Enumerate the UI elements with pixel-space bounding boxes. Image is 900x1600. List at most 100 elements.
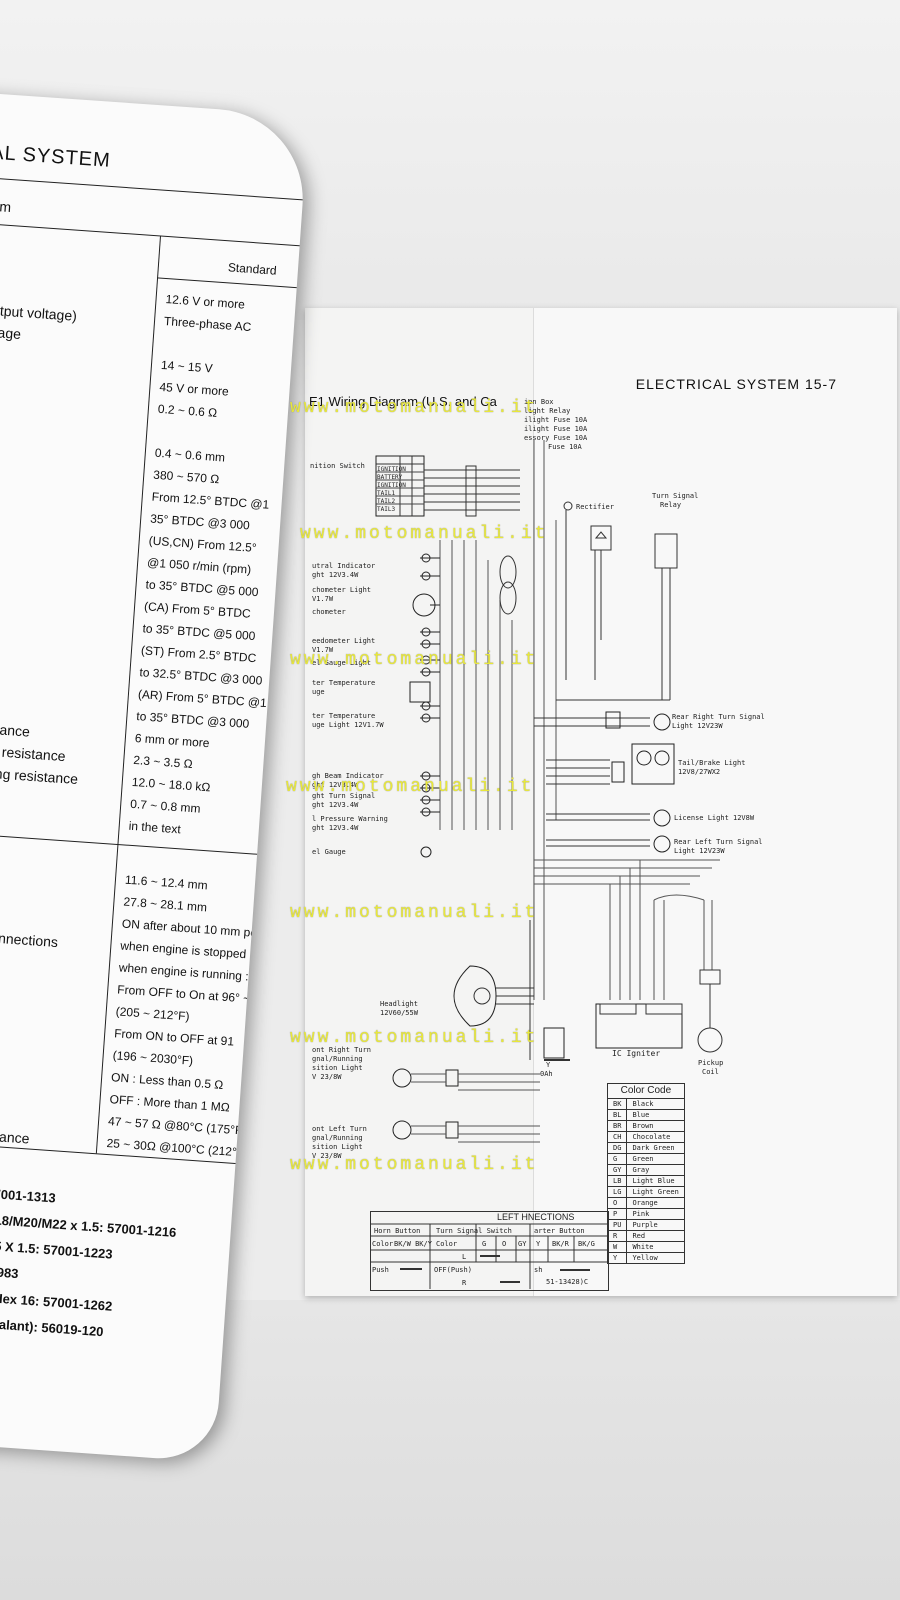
turn-signal-switch-header: Turn Signal Switch xyxy=(436,1227,512,1235)
turn-r-label: R xyxy=(462,1279,467,1287)
spec-value: 12.6 V or more xyxy=(165,292,246,312)
front-right-turn-label-2: gnal/Running xyxy=(312,1055,363,1063)
neutral-indicator-label-1: utral Indicator xyxy=(312,562,376,570)
spec-value: From 12.5° BTDC @1 xyxy=(151,489,270,512)
oil-pressure-label-1: l Pressure Warning xyxy=(312,815,388,823)
license-light-label: License Light 12V8W xyxy=(674,814,755,822)
speedometer-light-label-2: V1.7W xyxy=(312,646,334,654)
switch-row-1: IGNITION xyxy=(377,466,406,473)
spec-value: (AR) From 5° BTDC @1 xyxy=(137,687,268,711)
spec-value: 35° BTDC @3 000 xyxy=(149,511,251,533)
front-left-turn-label-1: ont Left Turn xyxy=(312,1125,367,1133)
turn-color-o: O xyxy=(502,1240,507,1248)
spec-value: OFF : More than 1 MΩ xyxy=(109,1092,231,1115)
header-rule xyxy=(157,277,307,289)
page-header: ELECTRICAL SYSTEM 15-7 xyxy=(635,376,837,392)
spec-value: 11.6 ~ 12.4 mm xyxy=(124,872,209,893)
left-page-title: AL SYSTEM xyxy=(0,141,112,172)
high-beam-label-2: ght 12V3.4W xyxy=(312,781,359,789)
spec-value: (CA) From 5° BTDC xyxy=(143,599,252,621)
push-label: Push xyxy=(372,1266,389,1274)
diagram-fold-strip xyxy=(305,308,534,1296)
watermark: www.motomanuali.it xyxy=(286,777,535,797)
diagram-title: E1 Wiring Diagram (U.S. and Ca xyxy=(309,394,497,409)
tail-brake-label-1: Tail/Brake Light xyxy=(678,759,746,767)
spec-value: to 32.5° BTDC @3 000 xyxy=(139,665,263,688)
starter-color-y: Y xyxy=(536,1240,541,1248)
ignition-switch-label: nition Switch xyxy=(310,462,365,470)
tachometer-light-label-1: chometer Light xyxy=(312,586,372,594)
fuse-label-4: ilight Fuse 10A xyxy=(524,425,588,433)
watermark: www.motomanuali.it xyxy=(290,903,539,923)
turn-color-g: G xyxy=(482,1240,487,1248)
tool-5: lug Wrench, Hex 16: 57001-1262 xyxy=(0,1285,113,1314)
turn-off-push-label: OFF(Push) xyxy=(434,1266,472,1274)
fuel-gauge-light-label: el Gauge Light xyxy=(312,659,372,667)
spec-value: @1 050 r/min (rpm) xyxy=(146,555,252,577)
spec-value: (205 ~ 212°F) xyxy=(115,1004,190,1024)
rectifier-label: Rectifier xyxy=(576,503,614,511)
fuse-label-6: Fuse 10A xyxy=(548,443,582,451)
fuse-label-1: ion Box xyxy=(524,398,554,406)
high-beam-label-1: gh Beam Indicator xyxy=(312,772,384,780)
spec-value: 12.0 ~ 18.0 kΩ xyxy=(131,774,211,795)
spec-value: 380 ~ 570 Ω xyxy=(152,467,220,487)
tool-6: d (Silicone Sealant): 56019-120 xyxy=(0,1311,104,1340)
headlight-label-1: Headlight xyxy=(380,1000,418,1008)
watermark: www.motomanuali.it xyxy=(290,650,539,670)
spec-label: y winding resistance xyxy=(0,762,79,788)
tool-1: el Holder: 57001-1313 xyxy=(0,1181,57,1206)
spec-value: ON : Less than 0.5 Ω xyxy=(110,1070,224,1092)
ic-igniter-label: IC Igniter xyxy=(612,1049,661,1058)
front-right-turn-label-4: V 23/8W xyxy=(312,1073,342,1081)
spec-value: 0.7 ~ 0.8 mm xyxy=(129,796,202,816)
title-rule xyxy=(0,177,309,202)
turn-color-gy: GY xyxy=(518,1240,527,1248)
spec-value: (US,CN) From 12.5° xyxy=(148,533,258,555)
spec-value: 47 ~ 57 Ω @80°C (175°F) xyxy=(107,1114,247,1138)
watermark: www.motomanuali.it xyxy=(290,1155,539,1175)
spec-label: ensor resistance xyxy=(0,1123,30,1147)
section-label: em xyxy=(0,197,12,216)
spec-value: 0.2 ~ 0.6 Ω xyxy=(157,401,218,420)
spec-value: 27.8 ~ 28.1 mm xyxy=(122,894,208,915)
spec-value: 14 ~ 15 V xyxy=(160,357,214,376)
spec-value: 0.4 ~ 0.6 mm xyxy=(154,445,226,465)
switch-row-5: TAIL2 xyxy=(377,498,396,505)
horn-button-header: Horn Button xyxy=(374,1227,421,1235)
spec-value: From ON to OFF at 91 xyxy=(113,1026,235,1049)
water-temp-light-label-2: uge Light 12V1.7W xyxy=(312,721,384,729)
starter-push-label: sh xyxy=(534,1266,543,1274)
spec-value: Three-phase AC xyxy=(163,314,252,335)
spec-label: indings resistance xyxy=(0,740,67,765)
fuse-main-label-2: 0Ah xyxy=(540,1070,553,1078)
horn-colors: BK/W BK/Y xyxy=(394,1240,432,1248)
spec-value: (ST) From 2.5° BTDC xyxy=(140,643,257,666)
rear-right-turn-label-1: Rear Right Turn Signal xyxy=(672,713,765,721)
color-row-label: Color xyxy=(372,1240,394,1248)
starter-color-bkr: BK/R xyxy=(552,1240,569,1248)
spec-value: 6 mm or more xyxy=(134,730,210,751)
switch-row-6: TAIL3 xyxy=(377,506,396,513)
spec-value: 2.3 ~ 3.5 Ω xyxy=(132,752,194,772)
water-temp-label-2: uge xyxy=(312,688,325,696)
spec-value: 45 V or more xyxy=(158,379,230,399)
section-rule xyxy=(0,831,268,856)
switch-row-2: BATTERY xyxy=(377,474,403,481)
front-left-turn-label-2: gnal/Running xyxy=(312,1134,363,1142)
starter-color-bkg: BK/G xyxy=(578,1240,595,1248)
left-switch-connections-table xyxy=(370,1211,609,1291)
starter-button-header: arter Button xyxy=(534,1227,585,1235)
pickup-coil-label-2: Coil xyxy=(702,1068,719,1076)
